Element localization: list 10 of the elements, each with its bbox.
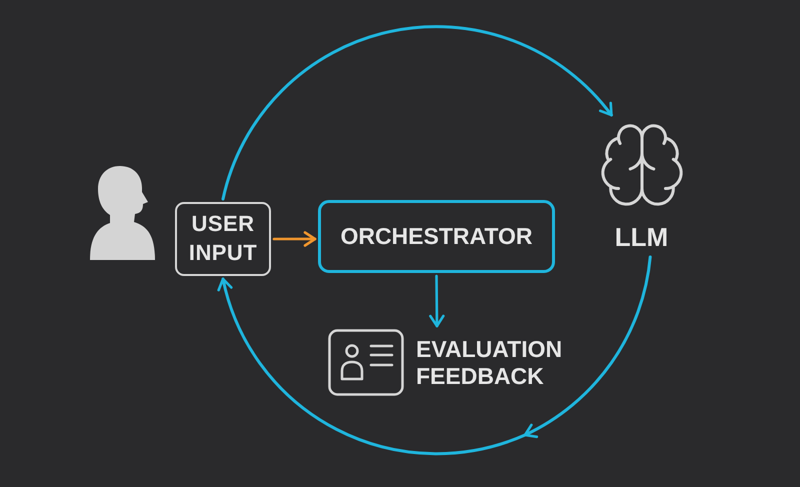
node-label: ORCHESTRATOR	[340, 222, 533, 251]
arrow	[217, 256, 652, 456]
arrow	[272, 231, 316, 247]
arrow	[222, 25, 613, 200]
arrow	[429, 274, 445, 328]
process-box	[318, 200, 555, 273]
node-label: LLM	[614, 224, 668, 250]
node-label: USER INPUT	[188, 210, 258, 267]
process-box	[175, 202, 271, 276]
node-label: EVALUATION FEEDBACK	[416, 336, 564, 390]
